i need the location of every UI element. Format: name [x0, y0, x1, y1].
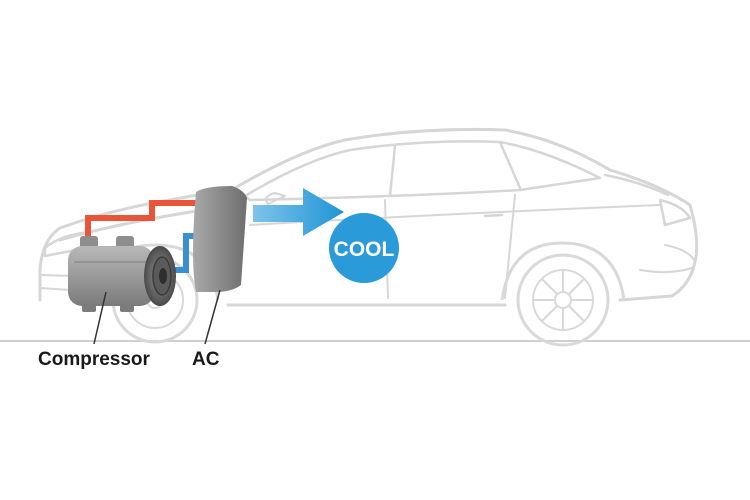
- ac-leader-line: [204, 289, 221, 345]
- cool-air-arrow-icon: [253, 188, 344, 236]
- cool-badge: COOL: [329, 213, 399, 283]
- compressor-leader-line: [93, 291, 107, 345]
- hot-refrigerant-pipe: [85, 200, 196, 248]
- cold-refrigerant-pipe: [168, 233, 196, 273]
- compressor-icon: [68, 236, 176, 312]
- compressor-label: Compressor: [38, 349, 151, 370]
- cool-label: COOL: [334, 238, 395, 261]
- rear-wheel: [500, 241, 626, 347]
- ac-unit-icon: [193, 186, 247, 292]
- ac-label: AC: [192, 349, 220, 370]
